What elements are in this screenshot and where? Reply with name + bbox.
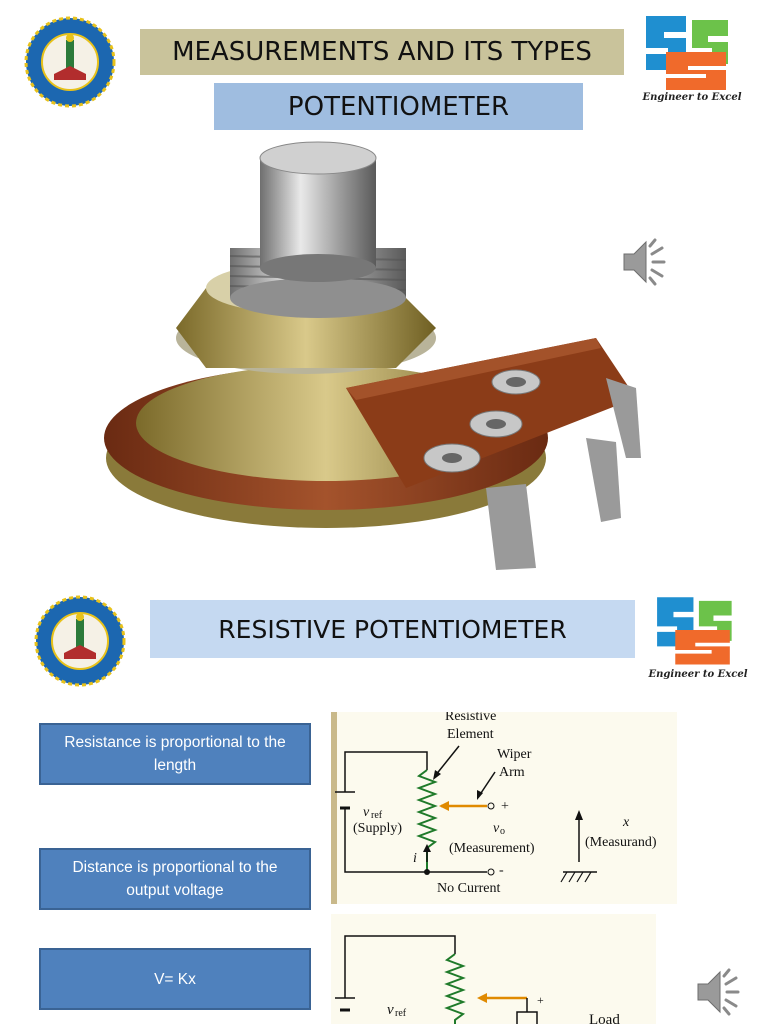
label-vo: v <box>493 821 500 836</box>
label-vo-sub: o <box>500 826 505 837</box>
info-box-3-text: V= Kx <box>154 970 196 988</box>
sse-logo-icon <box>646 16 728 90</box>
sse-logo-top: Engineer to Excel <box>636 12 746 108</box>
label-i: i <box>413 851 417 866</box>
label-vref: v <box>363 805 370 820</box>
info-box-2: Distance is proportional to the output v… <box>39 848 311 910</box>
university-seal-left-bottom <box>24 595 136 687</box>
speaker-icon <box>623 238 666 286</box>
slide-subtitle-text: POTENTIOMETER <box>287 91 510 122</box>
potentiometer-circuit-diagram: Resistive Element Wiper Arm + v ref (Sup… <box>331 709 677 904</box>
university-seal-icon <box>24 16 116 108</box>
university-seal-left-top <box>14 16 126 108</box>
slide2-title-text: RESISTIVE POTENTIOMETER <box>218 614 567 644</box>
speaker-icon <box>697 968 740 1016</box>
label-vref-sub: ref <box>371 810 383 821</box>
info-box-1: Resistance is proportional to the length <box>39 723 311 785</box>
potentiometer-photo-icon <box>104 141 641 570</box>
label-x: x <box>622 815 630 830</box>
slide2-title: RESISTIVE POTENTIOMETER <box>150 600 635 658</box>
label-minus: - <box>499 863 504 878</box>
label-no-current: No Current <box>437 881 500 896</box>
info-box-2-text: Distance is proportional to the output v… <box>72 859 278 899</box>
loaded-potentiometer-diagram: + v ref Load <box>331 914 656 1028</box>
info-box-1-text: Resistance is proportional to the length <box>64 734 286 774</box>
sse-logo-icon <box>657 597 732 665</box>
logo-tagline: Engineer to Excel <box>642 92 742 103</box>
label-supply: (Supply) <box>353 821 402 836</box>
label-arm: Arm <box>499 765 525 780</box>
label-vref-2: v <box>387 1002 394 1018</box>
label-element: Element <box>447 727 494 742</box>
label-load: Load <box>589 1012 620 1024</box>
label-measurement: (Measurement) <box>449 841 535 856</box>
slide-title: MEASUREMENTS AND ITS TYPES <box>140 29 624 75</box>
sse-logo-bottom: Engineer to Excel <box>648 592 748 684</box>
circuit-diagram-svg: Resistive Element Wiper Arm + v ref (Sup… <box>331 709 657 904</box>
speaker-icon-bottom[interactable] <box>694 966 746 1018</box>
loaded-circuit-svg: + v ref Load <box>335 935 620 1028</box>
speaker-icon-top[interactable] <box>620 236 672 288</box>
label-wiper: Wiper <box>497 747 532 762</box>
label-plus: + <box>501 799 509 814</box>
slide-subtitle: POTENTIOMETER <box>214 83 583 130</box>
university-seal-icon <box>34 595 126 687</box>
potentiometer-photo <box>96 138 656 578</box>
slide-title-text: MEASUREMENTS AND ITS TYPES <box>172 37 592 67</box>
info-box-3: V= Kx <box>39 948 311 1010</box>
label-plus-2: + <box>537 993 544 1007</box>
logo-tagline: Engineer to Excel <box>648 669 748 680</box>
label-measurand: (Measurand) <box>585 835 657 850</box>
label-vref-sub-2: ref <box>395 1008 407 1019</box>
label-resistive: Resistive <box>445 712 496 724</box>
